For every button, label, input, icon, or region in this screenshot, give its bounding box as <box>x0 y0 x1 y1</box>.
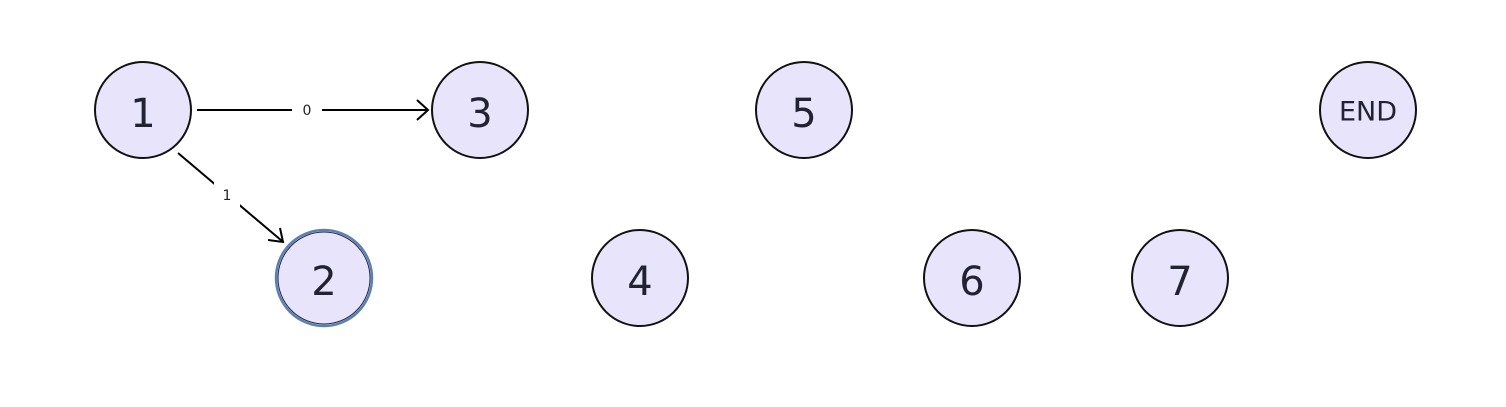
node-circle <box>923 229 1021 327</box>
node-3[interactable]: 3 <box>431 61 529 159</box>
edge-1-to-3[interactable]: 0 <box>197 98 430 122</box>
node-2[interactable]: 2 <box>274 228 374 328</box>
node-circle <box>1319 61 1417 159</box>
arrowhead-icon <box>267 227 285 244</box>
edge-label-background <box>292 98 322 122</box>
node-label: 5 <box>791 91 816 137</box>
node-label: 6 <box>959 259 984 305</box>
node-circle <box>431 61 529 159</box>
node-label: 2 <box>311 259 336 305</box>
node-7[interactable]: 7 <box>1131 229 1229 327</box>
node-6[interactable]: 6 <box>923 229 1021 327</box>
node-label: END <box>1339 97 1397 128</box>
node-circle <box>94 61 192 159</box>
edge-label-background <box>214 182 240 208</box>
node-circle <box>755 61 853 159</box>
node-circle <box>1131 229 1229 327</box>
node-label: 3 <box>467 91 492 137</box>
node-4[interactable]: 4 <box>591 229 689 327</box>
node-1[interactable]: 1 <box>94 61 192 159</box>
node-label: 4 <box>627 259 652 305</box>
edge-label: 0 <box>303 103 312 119</box>
arrowhead-icon <box>416 99 430 121</box>
node-circle <box>274 228 374 328</box>
node-label: 7 <box>1167 259 1192 305</box>
node-5[interactable]: 5 <box>755 61 853 159</box>
node-end[interactable]: END <box>1319 61 1417 159</box>
edge-1-to-2[interactable]: 1 <box>177 152 285 244</box>
node-circle <box>591 229 689 327</box>
edge-label: 1 <box>223 188 232 204</box>
node-label: 1 <box>130 91 155 137</box>
selection-ring <box>277 231 371 325</box>
